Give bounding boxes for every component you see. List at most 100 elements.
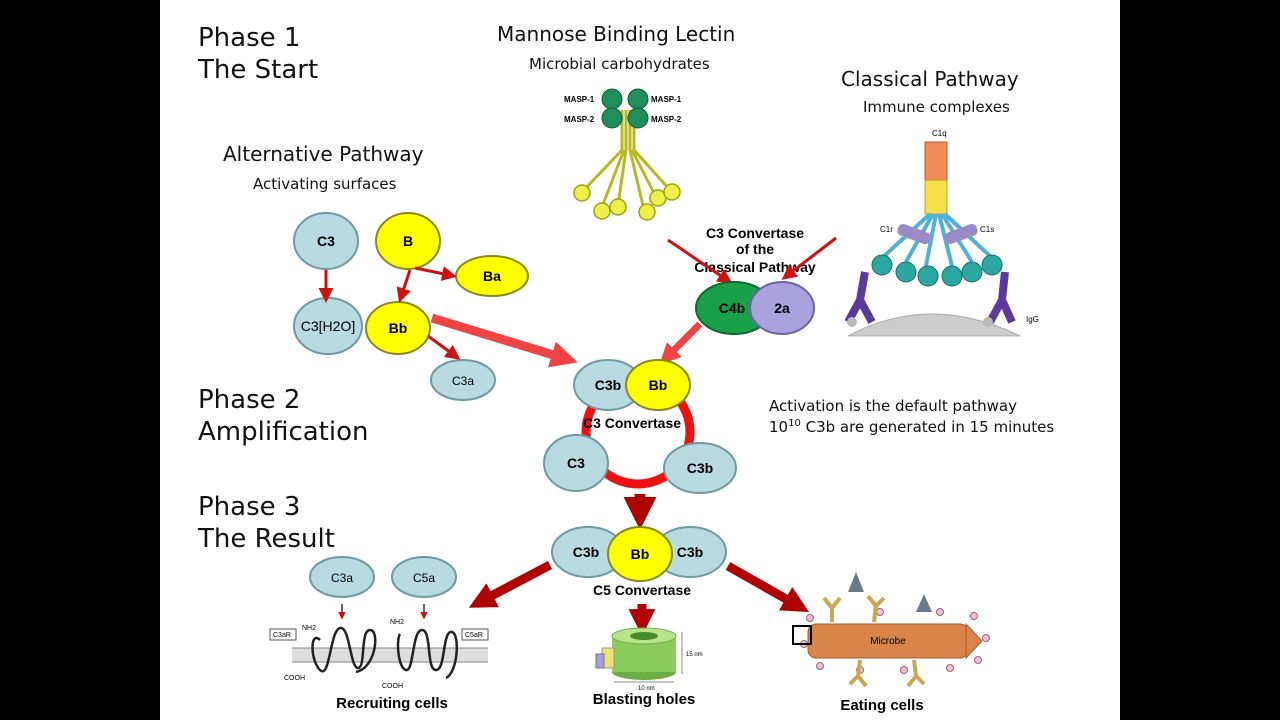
phase-2-heading: Phase 2 Amplification bbox=[198, 384, 368, 448]
igg-left bbox=[844, 271, 876, 324]
phase-2-name: Amplification bbox=[198, 417, 369, 447]
nh2-right-label: NH2 bbox=[390, 619, 404, 626]
bb-label-loop: Bb bbox=[649, 377, 668, 393]
mbl-molecule: MASP-1 MASP-1 MASP-2 MASP-2 bbox=[564, 88, 682, 221]
masp-1-left-label: MASP-1 bbox=[564, 95, 595, 104]
c3-molecule bbox=[293, 212, 359, 270]
classical-convertase-line-2: of the bbox=[736, 241, 774, 257]
receptor-cone-right bbox=[916, 594, 932, 612]
recruiting-cells-label: Recruiting cells bbox=[336, 695, 448, 712]
nh2-left-label: NH2 bbox=[302, 625, 316, 632]
c1q-arms bbox=[880, 212, 994, 267]
arrow-to-recruiting bbox=[468, 561, 553, 608]
blasting-holes-label: Blasting holes bbox=[593, 691, 696, 708]
mbl-heads bbox=[573, 183, 681, 221]
ba-label: Ba bbox=[483, 268, 501, 284]
phase-3-number: Phase 3 bbox=[198, 492, 301, 522]
c3-label: C3 bbox=[317, 233, 335, 249]
slide: Phase 1 The Start Phase 2 Amplification … bbox=[160, 0, 1120, 720]
c3b-molecule-product bbox=[663, 442, 737, 494]
activation-note-line-1: Activation is the default pathway bbox=[769, 397, 1017, 415]
power-exponent: 10 bbox=[788, 418, 801, 429]
alternative-subtitle: Activating surfaces bbox=[253, 175, 397, 193]
c3ar-box bbox=[269, 628, 297, 641]
bb-label-c5: Bb bbox=[631, 546, 650, 562]
c1q-stalk-top bbox=[924, 141, 948, 181]
receptor-membrane bbox=[292, 647, 488, 663]
opsonized-microbe bbox=[792, 572, 990, 688]
arrow-b-to-ba bbox=[414, 266, 457, 281]
c3a-label-alt: C3a bbox=[452, 374, 474, 388]
arrow-bb-to-c3-convertase bbox=[430, 313, 578, 368]
arrow-c1-to-c4b2a bbox=[781, 236, 837, 280]
c3b-label-c5-right: C3b bbox=[677, 544, 703, 560]
arrow-c4b2a-to-c3-convertase bbox=[659, 321, 703, 365]
c5-convertase-label: C5 Convertase bbox=[593, 582, 691, 598]
c5ar-box bbox=[461, 628, 489, 641]
c1r-protein bbox=[897, 223, 931, 245]
c3b-label-c5-left: C3b bbox=[573, 544, 599, 560]
phase-1-number: Phase 1 bbox=[198, 23, 301, 53]
igg-label: IgG bbox=[1026, 315, 1039, 324]
arrow-b-to-bb bbox=[396, 269, 412, 303]
cooh-left-label: COOH bbox=[284, 675, 305, 682]
phase-3-name: The Result bbox=[198, 524, 335, 554]
c1s-protein bbox=[944, 223, 978, 245]
phase-3-heading: Phase 3 The Result bbox=[198, 491, 335, 555]
c3h2o-label: C3[H2O] bbox=[301, 318, 355, 334]
surface-dots bbox=[800, 608, 990, 674]
activation-note: Activation is the default pathway 1010 C… bbox=[769, 397, 1054, 436]
c3-label-loop: C3 bbox=[567, 455, 585, 471]
surface-membrane bbox=[847, 313, 1021, 337]
c1-complex: C1q C1r C1s bbox=[844, 129, 1039, 337]
c5a-label-recruit: C5a bbox=[413, 571, 435, 585]
alternative-title: Alternative Pathway bbox=[223, 142, 424, 166]
antibody-ys bbox=[822, 594, 926, 688]
bb-label-alt: Bb bbox=[389, 320, 408, 336]
c5a-molecule-recruit bbox=[391, 556, 457, 598]
microbe-tip bbox=[965, 622, 983, 660]
phase-2-number: Phase 2 bbox=[198, 385, 301, 415]
membrane-dot-left bbox=[847, 317, 857, 327]
masp-1-right-label: MASP-1 bbox=[651, 95, 682, 104]
masp-2-right-label: MASP-2 bbox=[651, 115, 682, 124]
c5ar-label: C5aR bbox=[465, 632, 483, 639]
power-base: 10 bbox=[769, 418, 789, 436]
c1q-heads bbox=[871, 254, 1003, 287]
igg-right bbox=[986, 271, 1016, 324]
c3b-label-loop: C3b bbox=[595, 377, 621, 393]
classical-convertase-line-1: C3 Convertase bbox=[706, 225, 804, 241]
arrow-to-eating bbox=[725, 562, 810, 612]
c2a-label: 2a bbox=[774, 300, 790, 316]
c3b-label-product: C3b bbox=[687, 460, 713, 476]
factor-b-label: B bbox=[403, 233, 413, 249]
mbl-title: Mannose Binding Lectin bbox=[497, 22, 736, 46]
bb-molecule-c5 bbox=[607, 526, 673, 582]
c3a-molecule-alt bbox=[430, 359, 496, 401]
c4b-label: C4b bbox=[719, 300, 745, 316]
classical-title: Classical Pathway bbox=[841, 67, 1019, 91]
membrane-attack-complex bbox=[595, 627, 683, 683]
activation-note-rest: C3b are generated in 15 minutes bbox=[800, 418, 1055, 436]
highlight-box bbox=[792, 625, 812, 645]
c1q-stalk-mid bbox=[924, 179, 948, 215]
arrow-bb-to-c3a bbox=[427, 334, 461, 360]
mbl-subtitle: Microbial carbohydrates bbox=[529, 55, 710, 73]
c3a-molecule-recruit bbox=[309, 556, 375, 598]
c2a-molecule bbox=[749, 281, 815, 335]
phase-1-name: The Start bbox=[198, 55, 319, 85]
masp-proteins bbox=[601, 88, 649, 129]
masp-2-left-label: MASP-2 bbox=[564, 115, 595, 124]
classical-subtitle: Immune complexes bbox=[863, 98, 1010, 116]
activation-note-line-2: 1010 C3b are generated in 15 minutes bbox=[769, 415, 1054, 436]
eating-cells-label: Eating cells bbox=[840, 697, 923, 714]
10nm-label: 10 nm bbox=[638, 686, 655, 692]
receptor-cone-left bbox=[848, 572, 864, 592]
phase-1-heading: Phase 1 The Start bbox=[198, 22, 318, 86]
c1q-label: C1q bbox=[932, 129, 947, 138]
bb-molecule-loop bbox=[625, 359, 691, 411]
c3-convertase-label: C3 Convertase bbox=[583, 415, 681, 431]
membrane-dot-right bbox=[983, 317, 993, 327]
c3a-receptor bbox=[311, 626, 377, 674]
15nm-label: 15 nm bbox=[686, 652, 703, 658]
